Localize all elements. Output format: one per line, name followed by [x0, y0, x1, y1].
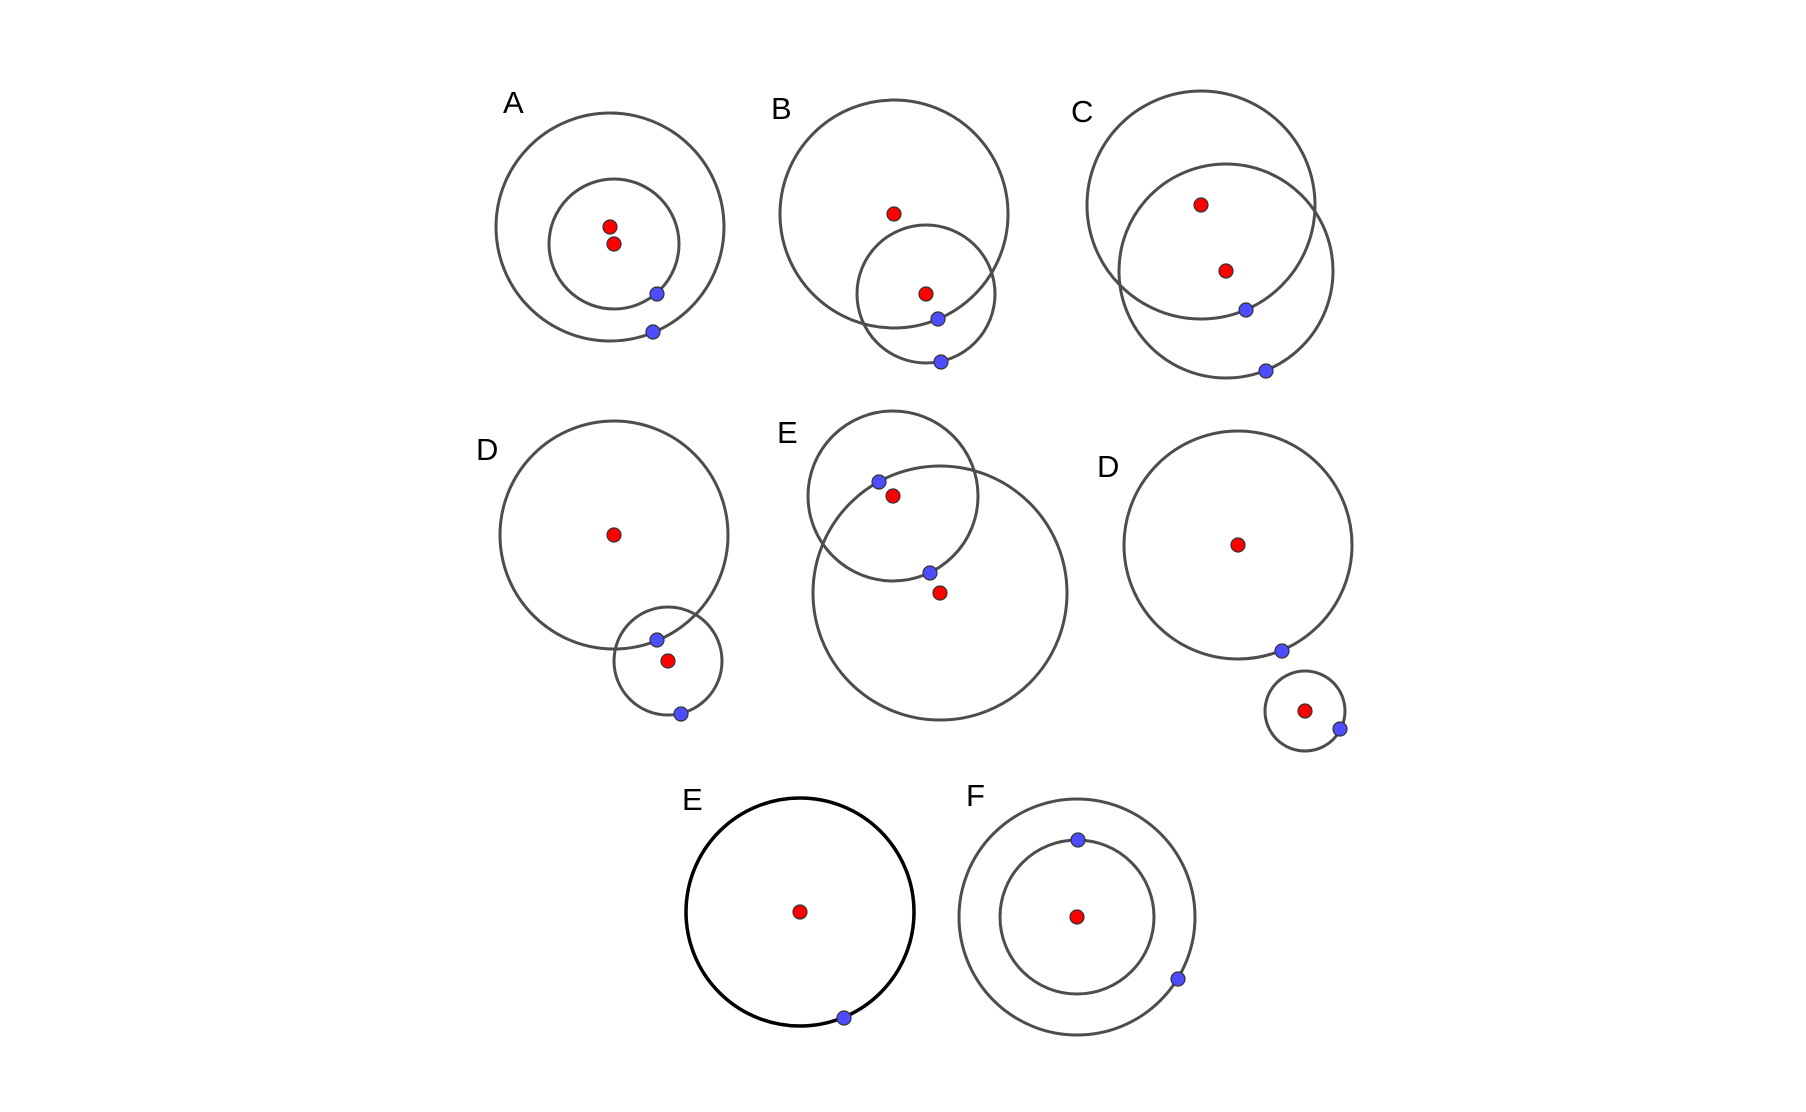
center-point [1230, 537, 1246, 553]
panel-c: C [1071, 89, 1335, 380]
radius-point [871, 474, 887, 490]
panel-d-left: D [476, 419, 730, 722]
panel-f: F [957, 778, 1197, 1037]
panel-label-e: E [777, 415, 798, 450]
center-point [1218, 263, 1234, 279]
radius-point [1332, 721, 1348, 737]
radius-point [933, 354, 949, 370]
panel-label-e: E [682, 782, 703, 817]
single-circle [684, 796, 916, 1028]
panel-label-b: B [771, 91, 792, 126]
center-point [886, 206, 902, 222]
radius-point [1258, 363, 1274, 379]
panel-e-middle: E [777, 409, 1069, 722]
small-circle [612, 605, 724, 717]
radius-point [649, 632, 665, 648]
center-point [932, 585, 948, 601]
center-point [606, 527, 622, 543]
center-point [792, 904, 808, 920]
center-point [602, 219, 618, 235]
large-circle [1122, 429, 1354, 661]
lower-circle [1117, 162, 1335, 380]
upper-circle [1085, 89, 1317, 321]
radius-point [1070, 832, 1086, 848]
outer-circle [957, 797, 1197, 1037]
panel-a: A [494, 85, 726, 343]
center-point [1193, 197, 1209, 213]
center-point [885, 488, 901, 504]
radius-point [1238, 302, 1254, 318]
inner-circle [547, 177, 681, 311]
radius-point [649, 286, 665, 302]
center-point [1297, 703, 1313, 719]
large-circle [811, 464, 1069, 722]
panel-label-a: A [503, 85, 524, 120]
panel-b: B [771, 91, 1010, 370]
panel-label-c: C [1071, 94, 1093, 129]
panel-d-right: D [1097, 429, 1354, 753]
center-point [606, 236, 622, 252]
radius-point [922, 565, 938, 581]
radius-point [1274, 643, 1290, 659]
panel-label-f: F [966, 778, 985, 813]
center-point [1069, 909, 1085, 925]
panel-e-bottom: E [682, 782, 916, 1028]
large-circle [778, 98, 1010, 330]
radius-point [645, 324, 661, 340]
small-circle [855, 223, 997, 365]
outer-circle [494, 111, 726, 343]
radius-point [1170, 971, 1186, 987]
center-point [918, 286, 934, 302]
panel-label-d: D [476, 432, 498, 467]
small-circle [1263, 669, 1347, 753]
radius-point [673, 706, 689, 722]
center-point [660, 653, 676, 669]
radius-point [836, 1010, 852, 1026]
panel-label-d: D [1097, 449, 1119, 484]
radius-point [930, 311, 946, 327]
small-circle [806, 409, 980, 583]
